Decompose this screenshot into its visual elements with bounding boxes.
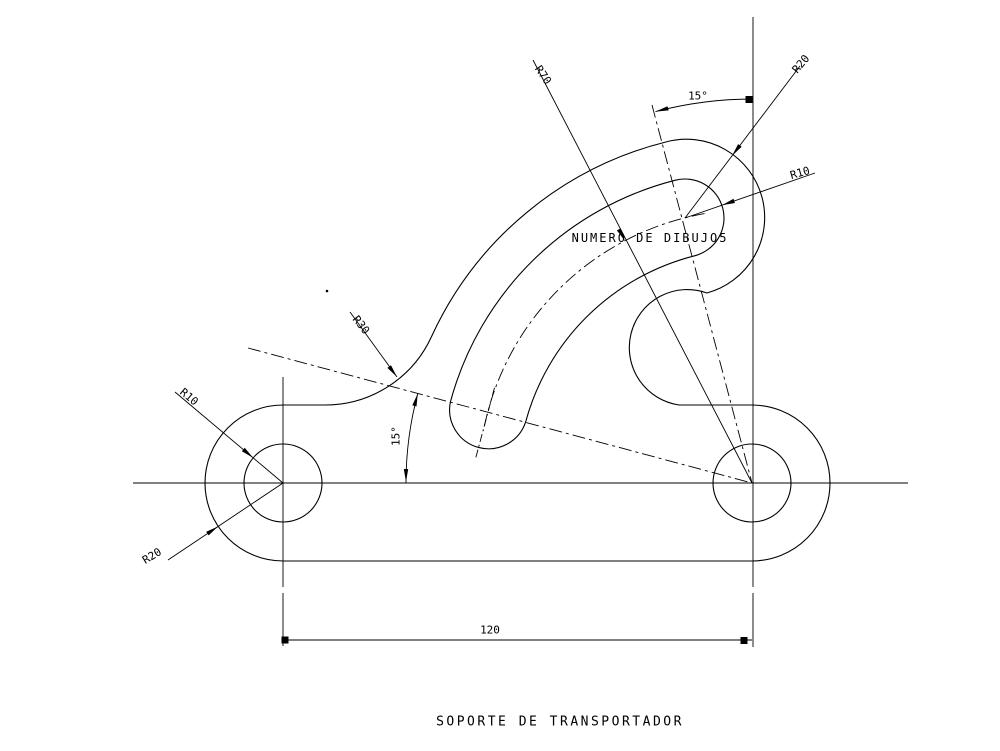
dim-120-right-terminator	[740, 637, 748, 644]
r70-leader-line	[532, 59, 753, 484]
dim-120-label: 120	[480, 624, 500, 637]
drawing-number-annotation: NUMERO DE DIBUJO5	[572, 231, 729, 245]
r70-label: R70	[532, 63, 554, 87]
angle-top-left-arrowhead	[655, 106, 669, 112]
r30-leader-line	[349, 311, 398, 378]
curved-slot	[449, 178, 725, 450]
r20-end-leader-line	[167, 482, 284, 561]
r70-arrowhead	[616, 228, 625, 241]
angle-top-right-terminator	[745, 96, 753, 103]
r20-end-arrowhead	[206, 526, 219, 536]
r30-arrowhead	[387, 365, 397, 377]
r10-slot-label: R10	[789, 164, 812, 182]
r10-hole-leader-line	[174, 391, 284, 484]
angle-top-label: 15°	[688, 90, 708, 103]
drawing-title: SOPORTE DE TRANSPORTADOR	[436, 715, 684, 730]
angle-mid-bottom-arrowhead	[403, 469, 409, 482]
part-outline	[204, 138, 831, 562]
r20-boss-arrowhead	[732, 144, 742, 156]
slot-end-centerline	[474, 387, 495, 461]
boss-axis-centerline	[651, 104, 753, 484]
r10-slot-arrowhead	[721, 198, 735, 206]
r10-hole-label: R10	[177, 386, 201, 409]
slot-arc-centerline	[482, 213, 705, 431]
r10-slot-leader-line	[684, 172, 816, 219]
r10-hole-arrowhead	[241, 447, 254, 458]
angle-mid-top-arrowhead	[412, 393, 418, 407]
r20-boss-label: R20	[790, 52, 813, 76]
r20-boss-leader-line	[684, 65, 801, 219]
stray-point	[325, 289, 329, 293]
r20-end-label: R20	[140, 545, 164, 566]
inclined-centerline-15deg	[247, 347, 753, 484]
dim-120-left-terminator	[281, 636, 289, 644]
angle-mid-label: 15°	[390, 426, 403, 446]
